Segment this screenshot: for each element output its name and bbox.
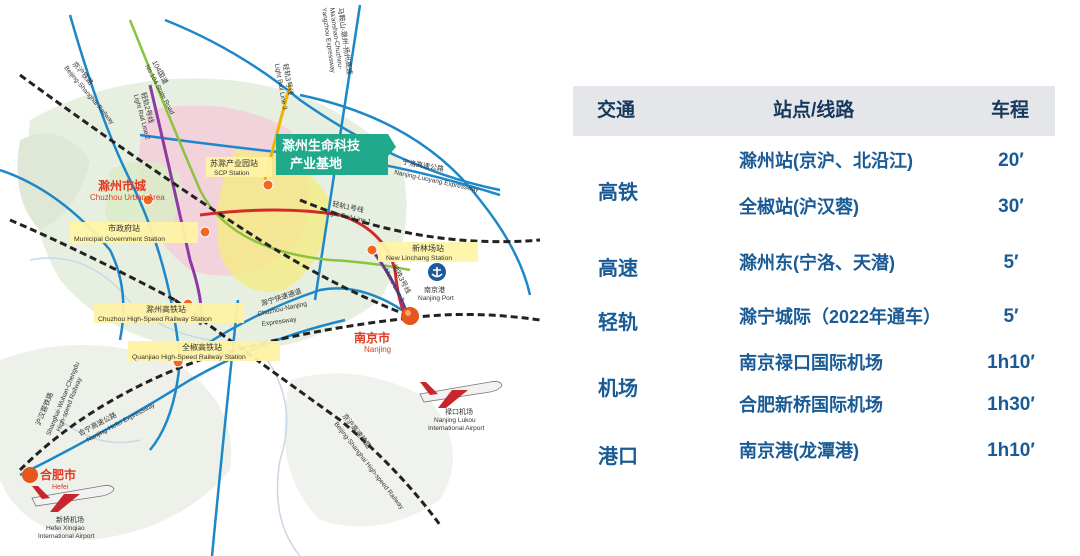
label-nanjing: 南京市 (354, 330, 390, 345)
category-label: 高速 (598, 258, 638, 280)
time-cell: 20′ (998, 150, 1024, 171)
nanjing-city-dot (401, 307, 419, 325)
nanjing-city-dot-inner (405, 310, 411, 316)
label-hefei-en: Hefei (52, 484, 69, 491)
label-xinqiao: 新桥机场 (56, 515, 84, 524)
airplane-icon (419, 381, 503, 408)
airplane-icon (31, 485, 115, 512)
category-label: 高铁 (598, 182, 638, 204)
table-row: 滁州东(宁洛、天潜) 5′ (573, 248, 1055, 278)
municipal-station-dot (199, 226, 211, 238)
station-cell: 南京港(龙潭港) (739, 441, 859, 461)
table-row: 滁州站(京沪、北沿江) 20′ (573, 146, 1055, 176)
anchor-icon (428, 263, 446, 281)
table-row: 合肥新桥国际机场 1h30′ (573, 390, 1055, 420)
hening-expressway (19, 318, 346, 477)
transport-table: 交通 站点/线路 车程 高铁 滁州站(京沪、北沿江) 20′ 全椒站(沪汉蓉) … (573, 86, 1055, 468)
label-scp: 苏滁产业园站 (210, 158, 258, 168)
label-chuzhou-city: 滁州市城 (98, 178, 146, 193)
label-chuzhou-hsr: 滁州高铁站 (146, 304, 186, 314)
station-cell: 全椒站(沪汉蓉) (739, 197, 859, 217)
label-hefei: 合肥市 (40, 467, 76, 482)
label-scp-en: SCP Station (214, 170, 250, 177)
station-cell: 合肥新桥国际机场 (739, 395, 883, 415)
time-cell: 5′ (1003, 306, 1019, 327)
table-row: 南京禄口国际机场 1h10′ (573, 348, 1055, 378)
table-row: 南京港(龙潭港) 1h10′ (573, 436, 1055, 466)
label-xinqiao-en-2: International Airport (38, 533, 95, 540)
table-row: 滁宁城际（2022年通车） 5′ (573, 302, 1055, 332)
label-nanjing-port-en: Nanjing Port (418, 295, 454, 302)
callout-line-2: 产业基地 (290, 156, 342, 171)
linchang-station-dot (366, 244, 378, 256)
label-nanjing-port: 南京港 (424, 285, 445, 294)
label-muni: 市政府站 (108, 223, 140, 233)
jinghu-railway-east (299, 198, 541, 244)
jinghu-railway (19, 73, 411, 318)
time-cell: 1h10′ (987, 440, 1035, 461)
hsr-northwest (9, 218, 176, 302)
label-muni-en: Municipal Government Station (74, 236, 165, 243)
label-xinqiao-en-1: Hefei Xinqiao (46, 525, 85, 532)
label-quanjiao-en: Quanjiao High-Speed Railway Station (132, 354, 246, 361)
label-linchang-en: New Linchang Station (386, 255, 452, 262)
time-cell: 1h30′ (987, 394, 1035, 415)
callout-box: 滁州生命科技 产业基地 (276, 134, 396, 175)
label-chuzhou-city-en: Chuzhou Urban Area (90, 193, 165, 202)
hefei-city-dot (22, 467, 38, 483)
road-104 (128, 19, 411, 272)
station-cell: 滁宁城际（2022年通车） (739, 307, 942, 327)
station-cell: 滁州东(宁洛、天潜) (739, 253, 895, 273)
label-lukou-en-2: International Airport (428, 425, 485, 432)
label-quanjiao: 全椒高铁站 (182, 342, 222, 352)
label-nanjing-en: Nanjing (364, 345, 391, 354)
label-lukou: 禄口机场 (445, 407, 473, 416)
hurongyu-railway (18, 312, 541, 472)
callout-line-1: 滁州生命科技 (282, 138, 361, 153)
header-duration: 车程 (991, 100, 1030, 121)
label-chuzhou-hsr-en: Chuzhou High-Speed Railway Station (98, 316, 212, 323)
station-label-boxes (70, 157, 478, 361)
beltway-north (164, 18, 501, 192)
category-label: 轻轨 (598, 312, 638, 334)
label-linchang: 新林场站 (412, 243, 444, 253)
jinghu-hsr (174, 298, 442, 526)
time-cell: 30′ (998, 196, 1024, 217)
railways (9, 73, 541, 526)
expressway-south (210, 299, 240, 556)
label-chuning-en-2: Expressway (261, 316, 297, 328)
scp-station-dot (262, 179, 274, 191)
station-cell: 滁州站(京沪、北沿江) (739, 151, 913, 171)
table-row: 全椒站(沪汉蓉) 30′ (573, 192, 1055, 222)
time-cell: 5′ (1003, 252, 1019, 273)
station-cell: 南京禄口国际机场 (739, 353, 883, 373)
table-header: 交通 站点/线路 车程 (573, 86, 1055, 136)
transport-map: 滁州生命科技 产业基地 马鞍山-滁州-扬州高速 Ma'anshan-Chuzho… (0, 4, 541, 556)
header-transport: 交通 (597, 100, 636, 121)
chuzhou-urban-dot (142, 194, 154, 206)
time-cell: 1h10′ (987, 352, 1035, 373)
category-label: 港口 (598, 446, 638, 468)
header-station: 站点/线路 (773, 100, 855, 121)
category-label: 机场 (598, 378, 638, 400)
ring-road-east (299, 93, 532, 296)
label-lukou-en-1: Nanjing Lukou (434, 417, 476, 424)
